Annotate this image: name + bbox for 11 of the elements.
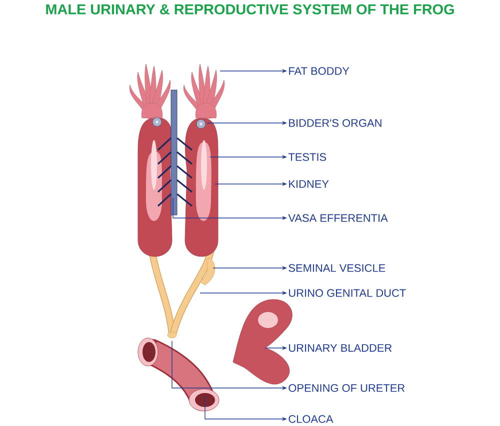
part-label: CLOACA — [288, 415, 334, 423]
part-label: VASA EFFERENTIA — [288, 214, 388, 222]
part-label: URINO GENITAL DUCT — [289, 289, 406, 297]
part-label: BIDDER'S ORGAN — [289, 119, 382, 127]
part-label: FAT BODDY — [289, 67, 350, 75]
part-label: KIDNEY — [289, 180, 329, 188]
part-label: SEMINAL VESICLE — [288, 264, 386, 272]
title: MALE URINARY & REPRODUCTIVE SYSTEM OF THE FROG — [46, 4, 454, 14]
part-label: OPENING OF URETER — [288, 384, 405, 392]
part-label: TESTIS — [288, 153, 326, 161]
part-label: URINARY BLADDER — [289, 344, 392, 352]
